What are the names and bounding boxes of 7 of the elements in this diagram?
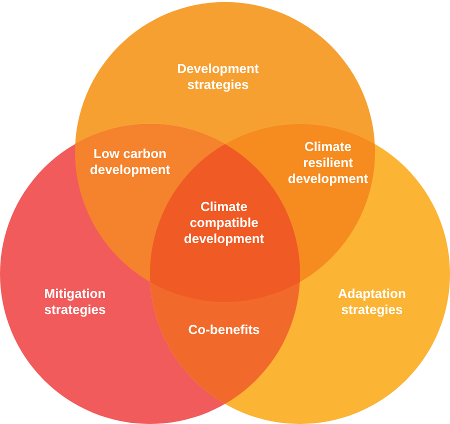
set-label: Adaptation strategies [337, 286, 407, 318]
region-label: Climate resilient development [286, 139, 370, 187]
set-label: Mitigation strategies [43, 286, 107, 318]
region-label: Co-benefits [187, 322, 261, 338]
region-label: Climate compatible development [182, 199, 266, 247]
set-label: Development strategies [176, 61, 260, 93]
region-label: Low carbon development [88, 146, 172, 178]
